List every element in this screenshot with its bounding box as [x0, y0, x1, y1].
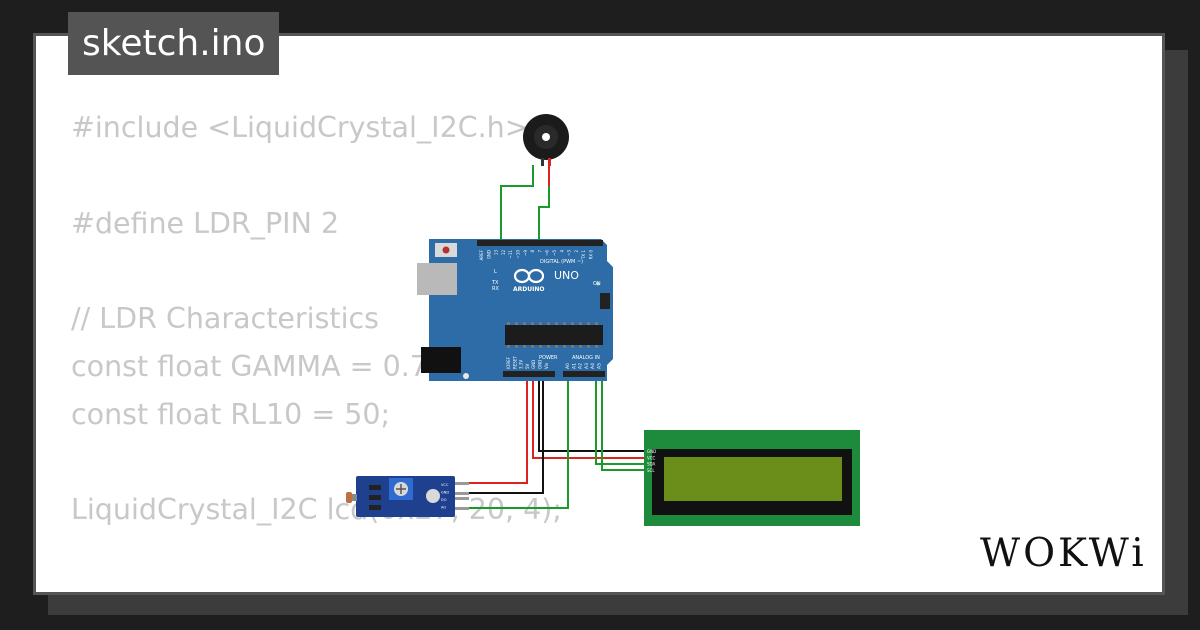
pin-label: 13 — [494, 250, 499, 256]
wire-lcd-gnd — [538, 375, 651, 452]
wire-lcd-vcc — [532, 375, 651, 459]
pin-label: 7 — [537, 250, 542, 253]
pin-label: GND — [531, 360, 536, 369]
pin-label: AO — [441, 506, 446, 510]
pin-label: ~11 — [508, 250, 513, 259]
pin-label: A3 — [584, 363, 590, 369]
buzzer-icon — [523, 114, 569, 166]
pin-label: ~3 — [567, 250, 572, 256]
arduino-board-icon: UNO ARDUINO DIGITAL (PWM ~) POWER ANALOG… — [417, 239, 613, 381]
pin-label: AREF — [479, 249, 484, 260]
wire-lcd-scl — [601, 375, 651, 471]
pin-label: A4 — [590, 363, 596, 369]
pin-label: ~5 — [552, 250, 557, 256]
analog-label: ANALOG IN — [572, 355, 600, 361]
l-label: L — [494, 269, 497, 275]
pin-label: RESET — [512, 356, 517, 369]
code-line: const float GAMMA = 0.7; — [71, 349, 438, 383]
pin-label: GND — [647, 449, 656, 454]
pin-label: A0 — [565, 363, 571, 369]
pin-label: SDA — [647, 462, 656, 467]
wire-sensor-ao — [455, 375, 569, 509]
code-preview: #include <LiquidCrystal_I2C.h> #define LD… — [71, 104, 562, 592]
pin-label: DO — [441, 498, 447, 502]
pin-label: A5 — [597, 363, 603, 369]
circuit-diagram: UNO ARDUINO DIGITAL (PWM ~) POWER ANALOG… — [346, 114, 860, 526]
digital-label: DIGITAL (PWM ~) — [540, 259, 583, 265]
code-line: // LDR Characteristics — [71, 302, 380, 336]
pin-label: ~6 — [545, 250, 550, 256]
pin-label: Vin — [544, 362, 549, 369]
wokwi-logo-icon: WOKWi — [980, 526, 1152, 582]
pin-label: 8 — [530, 250, 535, 253]
pin-label: ~9 — [523, 250, 528, 256]
wires — [455, 163, 651, 509]
pin-label: 4 — [559, 250, 564, 253]
pin-label: 2 — [574, 250, 579, 253]
wokwi-logo-text: WOKWi — [980, 531, 1147, 576]
pin-label: ~10 — [516, 250, 521, 259]
pin-label: VCC — [441, 483, 449, 487]
pin-label: TX 1 — [581, 250, 586, 260]
pin-label: GND — [441, 491, 449, 495]
rx-label: RX — [492, 286, 499, 292]
board-brand: ARDUINO — [513, 286, 544, 293]
code-line: const float RL10 = 50; — [71, 397, 391, 431]
wire-buzzer-gnd — [500, 165, 534, 243]
code-line: #define LDR_PIN 2 — [71, 206, 340, 240]
pin-label: GND — [538, 360, 543, 369]
pin-label: GND — [486, 250, 491, 259]
wire-sensor-vcc — [455, 375, 528, 484]
on-label: ON — [593, 281, 601, 287]
pin-label: 5V — [525, 363, 530, 369]
pin-label: A2 — [578, 363, 584, 369]
board-logo: UNO — [554, 269, 579, 282]
wire-buzzer-signal — [538, 163, 550, 243]
pin-label: RX 0 — [589, 250, 594, 260]
wire-lcd-sda — [595, 375, 651, 465]
sensor-pin-labels: VCC GND DO AO — [441, 483, 449, 510]
pin-label: 3.3V — [519, 360, 524, 369]
ldr-sensor-icon: VCC GND DO AO — [346, 476, 469, 517]
pin-label: A1 — [571, 363, 577, 369]
pin-label: SCL — [647, 468, 655, 473]
code-line: #include <LiquidCrystal_I2C.h> — [71, 111, 529, 144]
tx-label: TX — [491, 280, 499, 286]
pin-label: 12 — [501, 250, 506, 256]
wire-sensor-gnd — [455, 375, 544, 494]
code-line: void setup() { — [71, 582, 562, 592]
pin-label: VCC — [647, 455, 656, 460]
power-label: POWER — [539, 355, 558, 361]
file-title: sketch.ino — [68, 12, 280, 75]
pin-label: IOREF — [506, 356, 511, 369]
preview-card: #include <LiquidCrystal_I2C.h> #define LD… — [33, 33, 1165, 595]
